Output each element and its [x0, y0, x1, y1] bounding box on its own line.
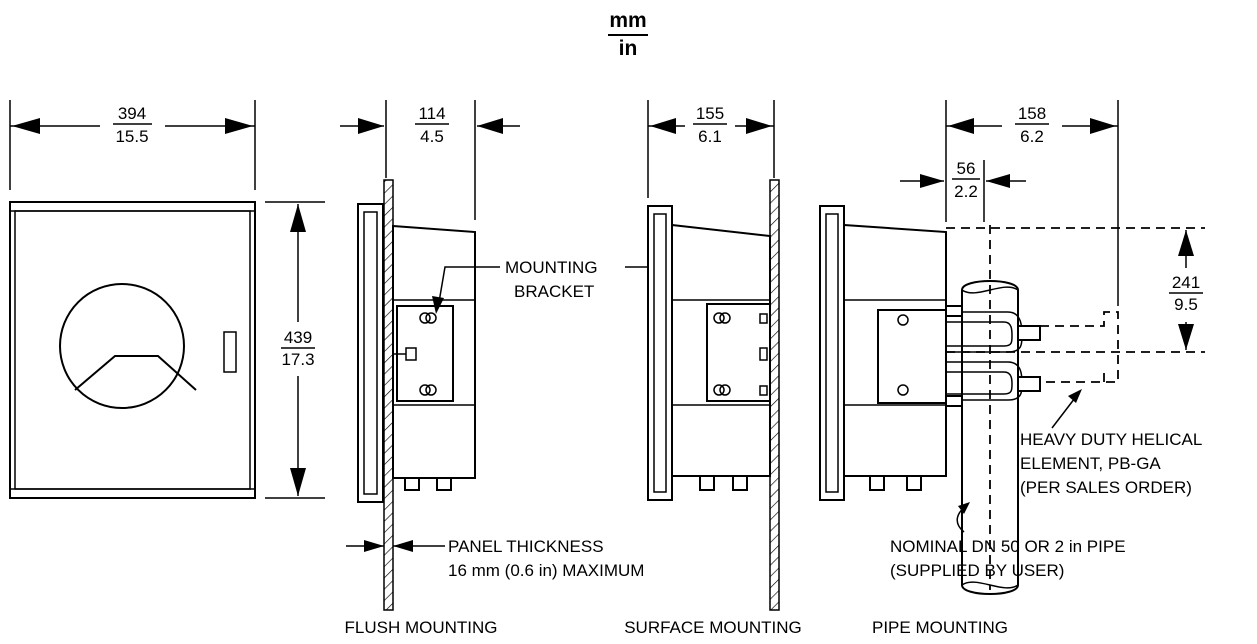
u-bolts	[945, 305, 1041, 407]
flush-bezel	[357, 203, 384, 503]
flush-depth-in: 4.5	[420, 127, 444, 146]
units-legend: mm in	[608, 9, 648, 60]
element-height-in: 9.5	[1174, 295, 1198, 314]
flush-panel	[383, 179, 394, 611]
front-width-in: 15.5	[115, 127, 148, 146]
panel-thickness-line1: PANEL THICKNESS	[448, 537, 604, 556]
flush-mounting-view: 114 4.5 PANEL THICKNESS 16 mm (0.6 in) M…	[340, 100, 722, 637]
surface-wall	[769, 179, 780, 611]
pipe-bezel	[819, 205, 845, 501]
front-height-in: 17.3	[281, 350, 314, 369]
front-height-mm: 439	[284, 328, 312, 347]
surface-depth-mm: 155	[696, 104, 724, 123]
helical-label-line1: HEAVY DUTY HELICAL	[1020, 430, 1202, 449]
element-height-mm: 241	[1172, 273, 1200, 292]
pipe-depth-mm: 158	[1018, 104, 1046, 123]
mounting-bracket-line2: BRACKET	[514, 282, 594, 301]
front-view: 394 15.5 439 17.3	[9, 100, 325, 499]
pipe-depth-in: 6.2	[1020, 127, 1044, 146]
front-housing	[9, 201, 256, 499]
front-width-mm: 394	[118, 104, 146, 123]
helical-element	[946, 227, 1205, 383]
pipe-label-line2: (SUPPLIED BY USER)	[890, 561, 1064, 580]
caption-flush: FLUSH MOUNTING	[345, 618, 498, 637]
units-top: mm	[609, 9, 646, 32]
pipe-mounting-view: 158 6.2 56 2.2 241 9.5 HEAVY DUTY HELICA…	[819, 100, 1205, 637]
flush-depth-mm: 114	[418, 104, 445, 123]
mounting-bracket-line1: MOUNTING	[505, 258, 598, 277]
pipe-label-line1: NOMINAL DN 50 OR 2 in PIPE	[890, 537, 1126, 556]
caption-surface: SURFACE MOUNTING	[624, 618, 802, 637]
surface-depth-in: 6.1	[698, 127, 722, 146]
chart-window	[59, 283, 185, 409]
surface-mounting-view: 155 6.1 SURFACE MOUNTING	[624, 100, 802, 637]
caption-pipe: PIPE MOUNTING	[872, 618, 1008, 637]
surface-bezel	[647, 205, 673, 501]
helical-label-line3: (PER SALES ORDER)	[1020, 478, 1192, 497]
pipe-bracket	[877, 309, 947, 404]
helical-label-line2: ELEMENT, PB-GA	[1020, 454, 1161, 473]
door-latch	[223, 331, 237, 373]
pipe-offset-mm: 56	[957, 159, 976, 178]
pipe-offset-in: 2.2	[954, 182, 978, 201]
panel-thickness-line2: 16 mm (0.6 in) MAXIMUM	[448, 561, 644, 580]
pipe	[961, 225, 1019, 595]
units-bottom: in	[619, 37, 638, 60]
